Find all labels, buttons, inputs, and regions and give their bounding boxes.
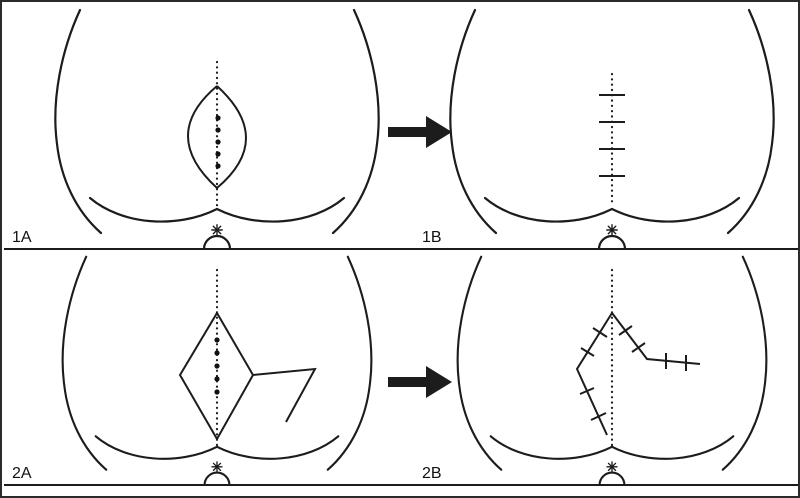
- buttocks-outline-1b: [449, 8, 775, 251]
- panel-1b: 1B: [422, 8, 775, 251]
- flap-suture-line-left: [575, 312, 613, 436]
- arrow-right-icon-top: [388, 116, 452, 148]
- panel-label-2a: 2A: [12, 465, 32, 482]
- sinus-pit-dots-1a: [215, 115, 221, 169]
- rhomboid-excision-outline: [178, 311, 255, 442]
- panel-label-1a: 1A: [12, 229, 32, 246]
- arrow-right-icon-bottom: [388, 366, 452, 398]
- panel-2a: 2A: [12, 255, 373, 487]
- midline-suture-marks: [599, 94, 625, 177]
- elliptical-excision-outline: [187, 85, 247, 190]
- panel-2b: 2B: [422, 255, 768, 487]
- sinus-pit-dots-2a: [214, 337, 220, 395]
- suture-hatch-marks: [579, 325, 687, 421]
- panel-1a: 1A: [12, 8, 380, 251]
- panel-label-1b: 1B: [422, 229, 442, 246]
- limberg-flap-incision-lines: [252, 367, 317, 423]
- flap-suture-line-right: [611, 312, 701, 365]
- panel-label-2b: 2B: [422, 465, 442, 482]
